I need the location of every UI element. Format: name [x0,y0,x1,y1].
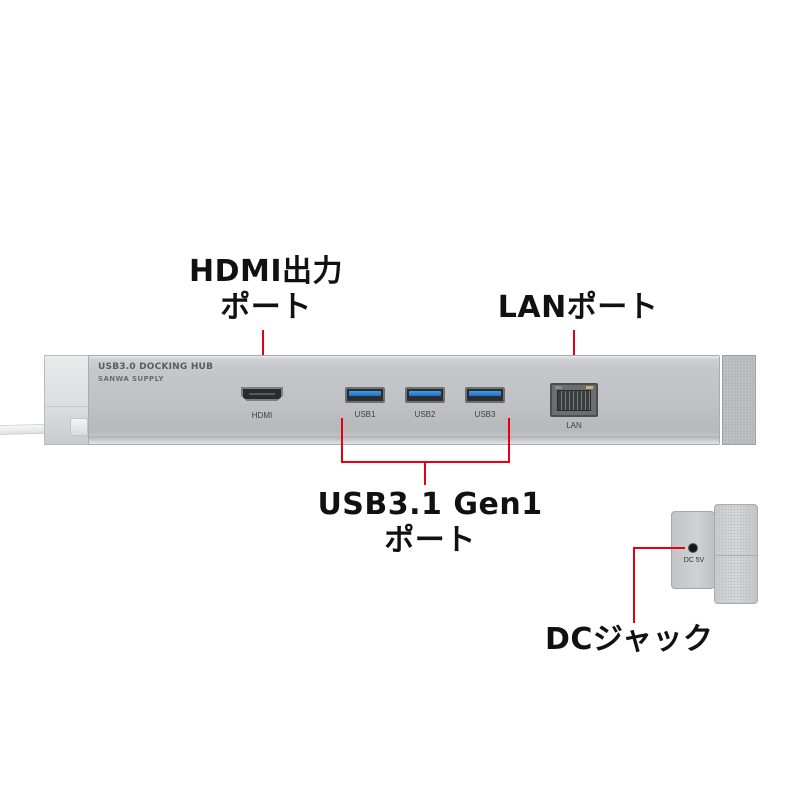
dc-callout-line-v [633,547,635,623]
product-name: USB3.0 DOCKING HUB [98,362,214,372]
usb-bracket-left [341,418,343,462]
lan-led-left [555,386,562,389]
dc-callout-line1: DCジャック [545,622,714,657]
lan-callout-line1: LANポート [497,290,659,325]
dc-callout-label: DCジャック [545,622,725,658]
hdmi-callout-line1: HDMI出力 [188,254,344,289]
lan-port [550,383,598,417]
usb3-port [465,387,505,403]
dc-jack-label: DC 5V [683,557,705,564]
hub-right-endcap [722,355,756,445]
dc-callout-line-h [633,547,685,549]
lan-callout-label: LANポート [488,290,668,326]
docking-hub-body [88,355,720,445]
hdmi-port [241,387,283,401]
usb-callout-line1: USB3.1 Gen1 [317,487,543,522]
hdmi-callout-label: HDMI出力 ポート [176,254,356,326]
lan-port-contacts [557,390,591,411]
usb1-port [345,387,385,403]
usb3-port-label: USB3 [474,410,496,419]
hdmi-port-label: HDMI [251,411,273,420]
lan-led-right [586,386,593,389]
cable-plug [70,418,88,436]
hdmi-callout-line2: ポート [220,290,312,325]
usb2-port-label: USB2 [414,410,436,419]
usb-callout-label: USB3.1 Gen1 ポート [310,487,550,559]
lan-port-label: LAN [566,421,582,430]
usb-callout-line2: ポート [384,523,476,558]
usb2-port [405,387,445,403]
dc-jack [688,543,698,553]
usb-bracket-right [508,418,510,462]
brand-name: SANWA SUPPLY [98,375,164,383]
dc-module-endcap [714,504,758,604]
usb-bracket-stem [424,461,426,485]
usb1-port-label: USB1 [354,410,376,419]
